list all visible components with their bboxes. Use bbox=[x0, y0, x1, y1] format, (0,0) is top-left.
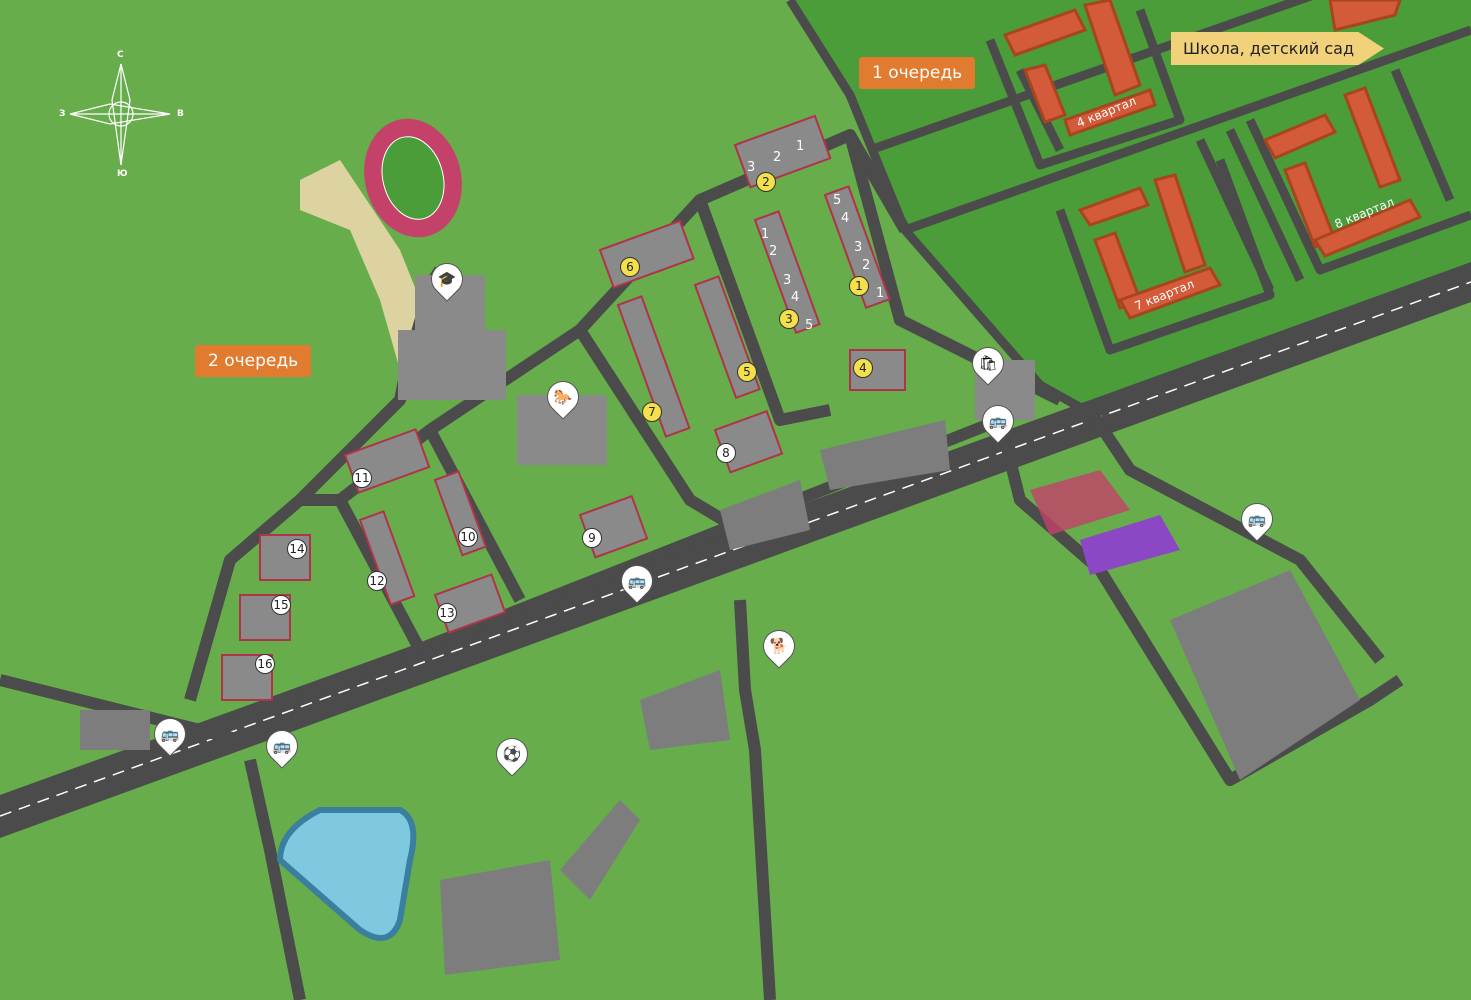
football-icon: ⚽ bbox=[502, 745, 522, 763]
building-section-number: 2 bbox=[769, 244, 778, 259]
main-highway bbox=[0, 262, 1471, 838]
purple-area bbox=[1080, 515, 1180, 575]
phase-2-label[interactable]: 2 очередь bbox=[195, 345, 312, 377]
building-section-number: 3 bbox=[747, 160, 756, 175]
building-section-number: 5 bbox=[805, 318, 814, 333]
kindergarten-horse-icon: 🐎 bbox=[553, 388, 573, 406]
compass-north: С bbox=[117, 50, 124, 60]
bus-stop-icon: 🚌 bbox=[1247, 510, 1267, 528]
map-pin[interactable]: 🐕 bbox=[757, 624, 801, 668]
school-playground bbox=[300, 160, 420, 370]
phase-2-building-marker[interactable]: 13 bbox=[437, 603, 457, 623]
compass-west: З bbox=[59, 109, 66, 119]
parking-lots bbox=[80, 420, 1360, 975]
phase-2-building-marker[interactable]: 15 bbox=[271, 595, 291, 615]
district-buildings bbox=[1002, 0, 1423, 320]
building-section-number: 1 bbox=[796, 139, 805, 154]
building-section-number: 2 bbox=[862, 258, 871, 273]
map-pin[interactable]: 🛍 bbox=[966, 341, 1010, 385]
aquapark-building bbox=[276, 807, 417, 941]
phase-1-building-marker[interactable]: 4 bbox=[853, 358, 873, 378]
pink-area bbox=[1030, 470, 1130, 535]
phase-1-building-marker[interactable]: 1 bbox=[849, 276, 869, 296]
building-section-number: 4 bbox=[791, 290, 800, 305]
building-section-number: 1 bbox=[876, 286, 885, 301]
phase-2-building-marker[interactable]: 11 bbox=[352, 468, 372, 488]
phase-2-building-marker[interactable]: 9 bbox=[582, 528, 602, 548]
stadium-track bbox=[364, 118, 462, 238]
school-kindergarten-label[interactable]: Школа, детский сад bbox=[1171, 32, 1384, 65]
map-pin[interactable]: ⚽ bbox=[490, 732, 534, 776]
map-pin[interactable]: 🚌 bbox=[1235, 497, 1279, 541]
compass-east: В bbox=[177, 109, 184, 119]
building-section-number: 5 bbox=[833, 193, 842, 208]
shop-icon: 🛍 bbox=[978, 354, 998, 372]
compass-south: Ю bbox=[117, 169, 128, 179]
building-section-number: 3 bbox=[783, 273, 792, 288]
map-pin[interactable]: 🚌 bbox=[148, 712, 192, 756]
phase-1-building-marker[interactable]: 6 bbox=[620, 257, 640, 277]
phase-2-building-marker[interactable]: 12 bbox=[367, 571, 387, 591]
bus-stop-icon: 🚌 bbox=[160, 725, 180, 743]
map-pin[interactable]: 🚌 bbox=[615, 559, 659, 603]
phase-2-building-marker[interactable]: 8 bbox=[716, 443, 736, 463]
building-section-number: 4 bbox=[841, 211, 850, 226]
school-icon: 🎓 bbox=[437, 270, 457, 288]
phase-2-building-marker[interactable]: 10 bbox=[458, 527, 478, 547]
bus-stop-icon: 🚌 bbox=[272, 737, 292, 755]
phase-1-building-marker[interactable]: 7 bbox=[642, 402, 662, 422]
phase-1-building-marker[interactable]: 3 bbox=[779, 309, 799, 329]
dog-park-icon: 🐕 bbox=[769, 637, 789, 655]
phase-1-building-marker[interactable]: 2 bbox=[756, 172, 776, 192]
building-section-number: 2 bbox=[773, 150, 782, 165]
map-pin[interactable]: 🎓 bbox=[425, 257, 469, 301]
phase-2-building-marker[interactable]: 14 bbox=[287, 539, 307, 559]
bus-stop-icon: 🚌 bbox=[988, 412, 1008, 430]
building-section-number: 1 bbox=[761, 227, 770, 242]
map-pin[interactable]: 🐎 bbox=[541, 375, 585, 419]
map-pin[interactable]: 🚌 bbox=[260, 724, 304, 768]
phase-1-label[interactable]: 1 очередь bbox=[859, 57, 976, 89]
phase-1-building-marker[interactable]: 5 bbox=[737, 362, 757, 382]
map-pin[interactable]: 🚌 bbox=[976, 399, 1020, 443]
building-section-number: 3 bbox=[854, 240, 863, 255]
bus-stop-icon: 🚌 bbox=[627, 572, 647, 590]
phase-2-building-marker[interactable]: 16 bbox=[255, 654, 275, 674]
